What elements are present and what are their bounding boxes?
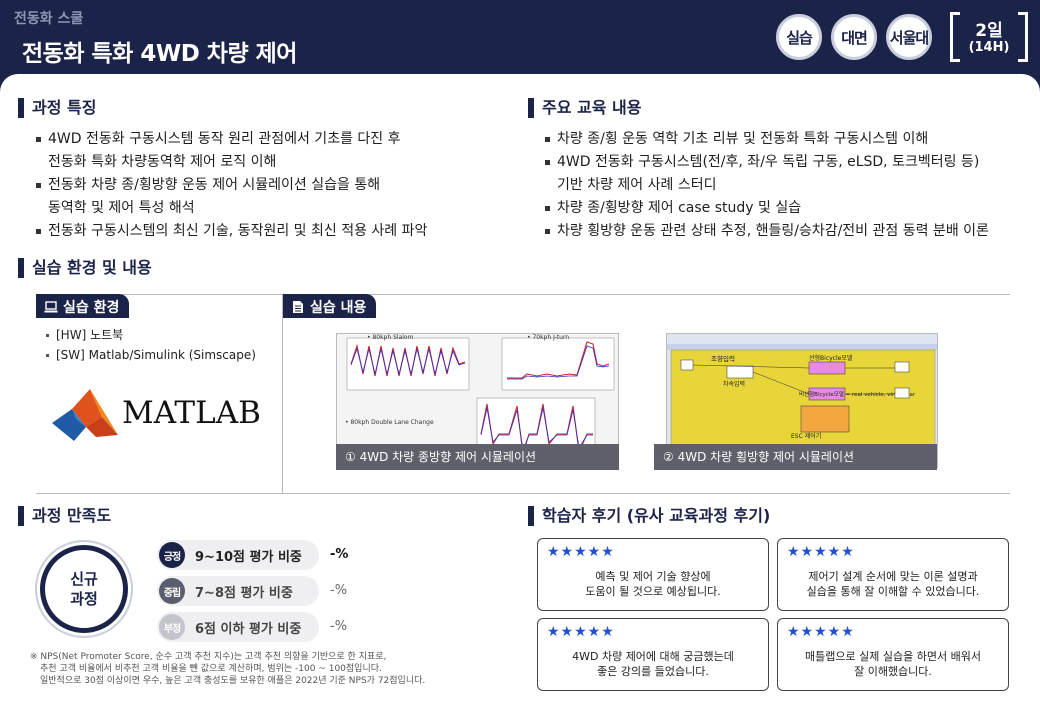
rating-label: 9~10점 평가 비중 [195, 550, 302, 565]
diagram-label: 차속입력 [723, 380, 745, 388]
rating-row-positive: 긍정 9~10점 평가 비중 [157, 540, 319, 570]
course-title: 전동화 특화 4WD 차량 제어 [22, 41, 297, 67]
sim1-caption: ① 4WD 차량 종방향 제어 시뮬레이션 [336, 444, 619, 470]
star-rating-icon: ★★★★★ [547, 544, 615, 560]
env-list: [HW] 노트북 [SW] Matlab/Simulink (Simscape) [44, 325, 256, 365]
duration-box: 2일 (14H) [950, 12, 1028, 62]
rating-tag: 부정 [159, 614, 185, 640]
sim2-caption: ② 4WD 차량 횡방향 제어 시뮬레이션 [654, 444, 937, 470]
laptop-icon [44, 301, 58, 313]
matlab-wordmark: MATLAB [122, 395, 261, 431]
duration-hours: (14H) [968, 40, 1010, 55]
rating-row-negative: 부정 6점 이하 평가 비중 [157, 612, 319, 642]
list-item: 차량 횡방향 운동 관련 상태 추정, 핸들링/승차감/전비 관점 동력 분배 … [545, 220, 989, 243]
rating-tag: 긍정 [159, 542, 185, 568]
header-bar: 전동화 스쿨 전동화 특화 4WD 차량 제어 실습 대면 서울대 2일 (14… [0, 0, 1040, 78]
satisfaction-title: 과정 만족도 [18, 506, 111, 526]
badge-offline: 대면 [831, 14, 877, 60]
practice-title: 실습 환경 및 내용 [18, 258, 152, 278]
list-item: [SW] Matlab/Simulink (Simscape) [44, 345, 256, 365]
list-item: [HW] 노트북 [44, 325, 256, 345]
matlab-logo: MATLAB [50, 385, 261, 445]
rating-tag: 중립 [159, 578, 185, 604]
content-chip: 실습 내용 [283, 294, 377, 318]
nps-circle-line1: 신규 [70, 570, 98, 588]
list-item: 차량 종/횡방향 제어 case study 및 실습 [545, 197, 989, 220]
series-name: 전동화 스쿨 [14, 11, 84, 27]
matlab-membrane-icon [52, 389, 118, 441]
nps-circle-line2: 과정 [70, 590, 98, 608]
rating-value: -% [330, 583, 348, 598]
env-chip: 실습 환경 [36, 294, 130, 318]
contents-list: 차량 종/횡 운동 역학 기초 리뷰 및 전동화 특화 구동시스템 이해 4WD… [545, 128, 989, 243]
plot-title: • 80kph Slalom [367, 334, 414, 341]
badge-practice: 실습 [776, 14, 822, 60]
features-title: 과정 특징 [18, 98, 96, 118]
star-rating-icon: ★★★★★ [547, 624, 615, 640]
reviews-title: 학습자 후기 (유사 교육과정 후기) [528, 506, 770, 526]
rating-label: 7~8점 평가 비중 [195, 586, 293, 601]
content-chip-label: 실습 내용 [310, 300, 367, 316]
diagram-label: 선형Bicycle모델 [809, 354, 853, 362]
rating-value: -% [330, 619, 348, 634]
badge-location: 서울대 [886, 14, 932, 60]
divider [36, 294, 1010, 295]
star-rating-icon: ★★★★★ [787, 624, 855, 640]
list-item: 차량 종/횡 운동 역학 기초 리뷰 및 전동화 특화 구동시스템 이해 [545, 128, 989, 151]
plot-title: • 80kph Double Lane Change [345, 419, 434, 426]
document-icon [293, 301, 303, 313]
nps-footnote: ※ NPS(Net Promoter Score, 순수 고객 추천 지수)는 … [30, 652, 426, 686]
rating-row-neutral: 중립 7~8점 평가 비중 [157, 576, 319, 606]
diagram-label: ESC 제어기 [791, 432, 821, 440]
list-item: 4WD 전동화 구동시스템(전/후, 좌/우 독립 구동, eLSD, 토크벡터… [545, 151, 989, 197]
rating-value: -% [330, 547, 349, 562]
env-chip-label: 실습 환경 [63, 300, 120, 316]
plot-title: • 70kph J-turn [527, 334, 569, 341]
divider [282, 294, 283, 493]
contents-title: 주요 교육 내용 [528, 98, 641, 118]
duration-days: 2일 [975, 21, 1003, 41]
star-rating-icon: ★★★★★ [787, 544, 855, 560]
list-item: 전동화 구동시스템의 최신 기술, 동작원리 및 최신 적용 사례 파악 [36, 220, 427, 243]
nps-circle: 신규 과정 [40, 545, 128, 633]
diagram-label: 조향입력 [711, 354, 735, 363]
rating-label: 6점 이하 평가 비중 [195, 622, 302, 637]
divider [36, 493, 1010, 494]
